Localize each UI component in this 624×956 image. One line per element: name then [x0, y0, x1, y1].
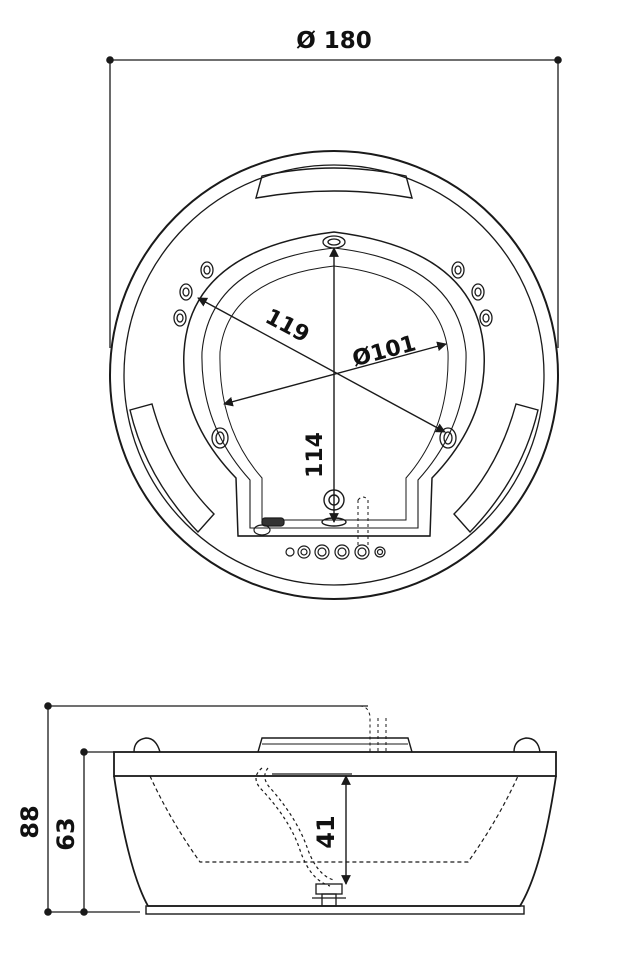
label-rim-height: 63	[52, 817, 80, 850]
label-depth-to-drain: 114	[303, 432, 328, 478]
jet-top	[322, 235, 346, 249]
label-outer-diameter: Ø 180	[296, 28, 372, 54]
top-view	[106, 56, 562, 600]
overflow-pipe-side	[359, 705, 387, 752]
armrest-right	[453, 403, 539, 534]
tub-outer-rim	[109, 150, 559, 600]
tub-base	[145, 905, 525, 915]
basin-hidden-line	[149, 775, 519, 863]
tub-rim	[113, 751, 557, 777]
control-panel	[285, 544, 386, 560]
rim-height-dimension	[80, 748, 114, 916]
armrest-left	[129, 403, 215, 534]
tub-inner-rim	[123, 164, 545, 586]
handle-left-side	[133, 737, 161, 753]
side-view	[44, 702, 557, 916]
jets-right	[451, 261, 493, 327]
diagonal-dimension-line	[197, 297, 446, 433]
outer-diameter-dimension	[106, 56, 562, 348]
label-basin-depth: 41	[312, 815, 340, 848]
label-diagonal: 119	[261, 304, 313, 348]
basin-outline-outer	[182, 231, 486, 537]
label-inner-diameter: Ø101	[350, 331, 419, 372]
handle-right-side	[513, 737, 541, 753]
overflow-pipe	[357, 496, 369, 548]
label-total-height: 88	[16, 805, 44, 838]
drain-pipe-hidden-2	[264, 767, 335, 881]
headrest-side	[257, 737, 413, 753]
drain-fitting-icon	[312, 883, 346, 907]
drain-pipe-hidden	[255, 767, 331, 887]
handle-bottom-left	[253, 517, 285, 536]
headrest-top	[255, 167, 413, 199]
jets-left	[173, 261, 214, 327]
total-height-dimension	[44, 702, 368, 916]
